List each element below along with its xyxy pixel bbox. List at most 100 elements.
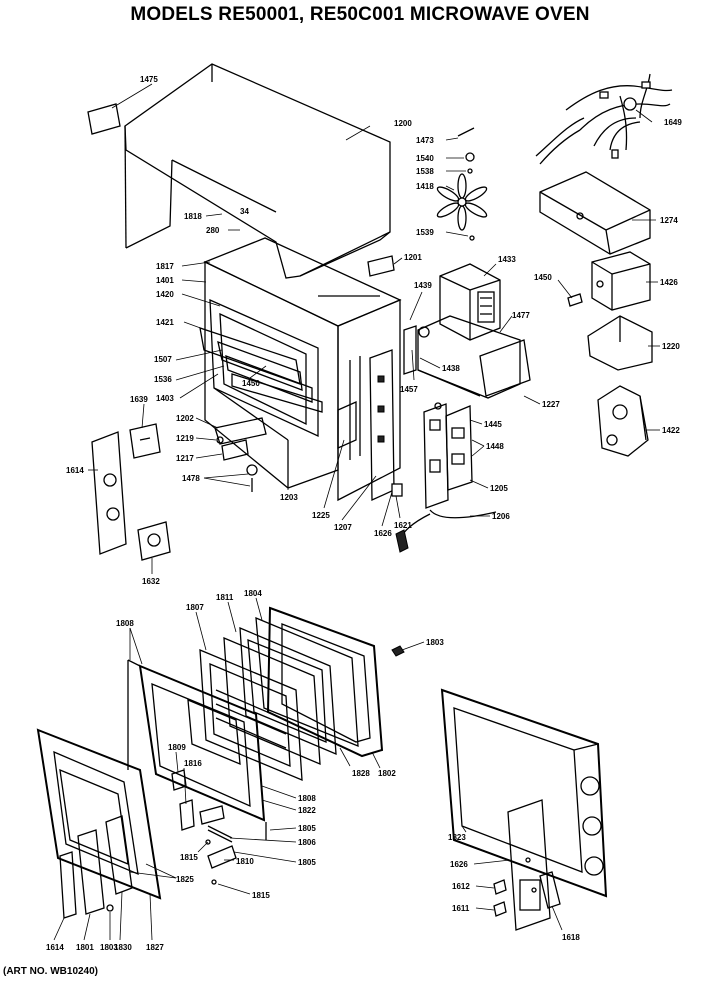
part-1227-bracket (403, 315, 531, 399)
label-1274: 1274 (660, 216, 678, 225)
part-1614-strip (59, 851, 77, 919)
label-1822: 1822 (298, 806, 316, 815)
label-1626-b: 1626 (450, 860, 468, 869)
label-1206: 1206 (492, 512, 510, 521)
label-1438: 1438 (442, 364, 460, 373)
label-1805: 1805 (298, 824, 316, 833)
part-fan-assembly (436, 127, 488, 241)
label-34: 34 (240, 207, 249, 216)
part-1217-1219-1478 (216, 436, 258, 492)
part-1614-control-panel (91, 431, 127, 555)
label-1420: 1420 (156, 290, 174, 299)
label-1803-b: 1803 (100, 943, 118, 952)
label-1626: 1626 (374, 529, 392, 538)
label-1220: 1220 (662, 342, 680, 351)
part-1828-seal (255, 616, 359, 747)
label-1475: 1475 (140, 75, 158, 84)
label-1801: 1801 (76, 943, 94, 952)
label-1823: 1823 (448, 833, 466, 842)
label-1217: 1217 (176, 454, 194, 463)
label-1445: 1445 (484, 420, 502, 429)
part-oven-chassis (199, 237, 402, 502)
part-1274-box (539, 171, 651, 255)
label-1825: 1825 (176, 875, 194, 884)
label-1477: 1477 (512, 311, 530, 320)
part-1433-transformer (439, 263, 501, 341)
label-1649: 1649 (664, 118, 682, 127)
label-1806: 1806 (298, 838, 316, 847)
part-1611-part (493, 901, 507, 917)
label-1203: 1203 (280, 493, 298, 502)
label-1450: 1450 (534, 273, 552, 282)
label-1811: 1811 (216, 593, 234, 602)
part-1626-board (507, 799, 551, 931)
part-1220-waveguide (587, 315, 653, 371)
label-1808-b: 1808 (298, 794, 316, 803)
label-1421: 1421 (156, 318, 174, 327)
part-latch-assembly (171, 769, 267, 885)
part-1811-glass (223, 636, 321, 766)
label-1450-b: 1450 (242, 379, 260, 388)
part-1201-bracket (367, 255, 395, 277)
part-1450-clip (567, 293, 583, 307)
label-1225: 1225 (312, 511, 330, 520)
label-1612: 1612 (452, 882, 470, 891)
label-1828: 1828 (352, 769, 370, 778)
label-1219: 1219 (176, 434, 194, 443)
label-1804: 1804 (244, 589, 262, 598)
label-1201: 1201 (404, 253, 422, 262)
label-1205: 1205 (490, 484, 508, 493)
label-1618: 1618 (562, 933, 580, 942)
label-1473: 1473 (416, 136, 434, 145)
label-1401: 1401 (156, 276, 174, 285)
part-1200-outer-case (124, 63, 391, 279)
label-1807: 1807 (186, 603, 204, 612)
label-1457: 1457 (400, 385, 418, 394)
part-1639-switch (129, 423, 161, 459)
label-1827: 1827 (146, 943, 164, 952)
part-1830-handle (105, 815, 133, 895)
label-1803: 1803 (426, 638, 444, 647)
label-1207: 1207 (334, 523, 352, 532)
label-1433: 1433 (498, 255, 516, 264)
label-1815: 1815 (180, 853, 198, 862)
label-1802: 1802 (378, 769, 396, 778)
part-1804-screen (239, 626, 337, 756)
label-1403: 1403 (156, 394, 174, 403)
part-1426-magnetron (591, 251, 651, 311)
part-1823-escutcheon (440, 688, 608, 898)
label-280: 280 (206, 226, 220, 235)
label-1478: 1478 (182, 474, 200, 483)
label-1614-b: 1614 (46, 943, 64, 952)
art-number: (ART NO. WB10240) (3, 966, 99, 977)
label-1830: 1830 (114, 943, 132, 952)
label-1614: 1614 (66, 466, 84, 475)
label-1426: 1426 (660, 278, 678, 287)
label-1632: 1632 (142, 577, 160, 586)
label-1611: 1611 (452, 904, 470, 913)
label-1815-b: 1815 (252, 891, 270, 900)
part-1802-door-frame (266, 606, 384, 758)
label-1200: 1200 (394, 119, 412, 128)
label-1536: 1536 (154, 375, 172, 384)
label-1202: 1202 (176, 414, 194, 423)
leader-lines (53, 83, 660, 941)
part-1618-bracket (539, 871, 561, 909)
part-1445-switch-bracket (423, 402, 473, 509)
label-1538: 1538 (416, 167, 434, 176)
part-1827-door-panel (36, 728, 162, 900)
label-1540: 1540 (416, 154, 434, 163)
label-1805-b: 1805 (298, 858, 316, 867)
label-1422: 1422 (662, 426, 680, 435)
part-1803-cap (391, 645, 405, 657)
part-labels: 1475 1200 1473 1540 1538 1418 1539 1649 … (46, 75, 682, 952)
part-1649-wire-harness (535, 73, 673, 165)
diagram-title: MODELS RE50001, RE50C001 MICROWAVE OVEN (130, 4, 590, 25)
label-1816: 1816 (184, 759, 202, 768)
part-1475-plate (87, 103, 121, 135)
part-1803-screw (106, 904, 114, 912)
label-1507: 1507 (154, 355, 172, 364)
label-1817: 1817 (156, 262, 174, 271)
part-1422-fan-motor (597, 385, 649, 457)
label-1639: 1639 (130, 395, 148, 404)
